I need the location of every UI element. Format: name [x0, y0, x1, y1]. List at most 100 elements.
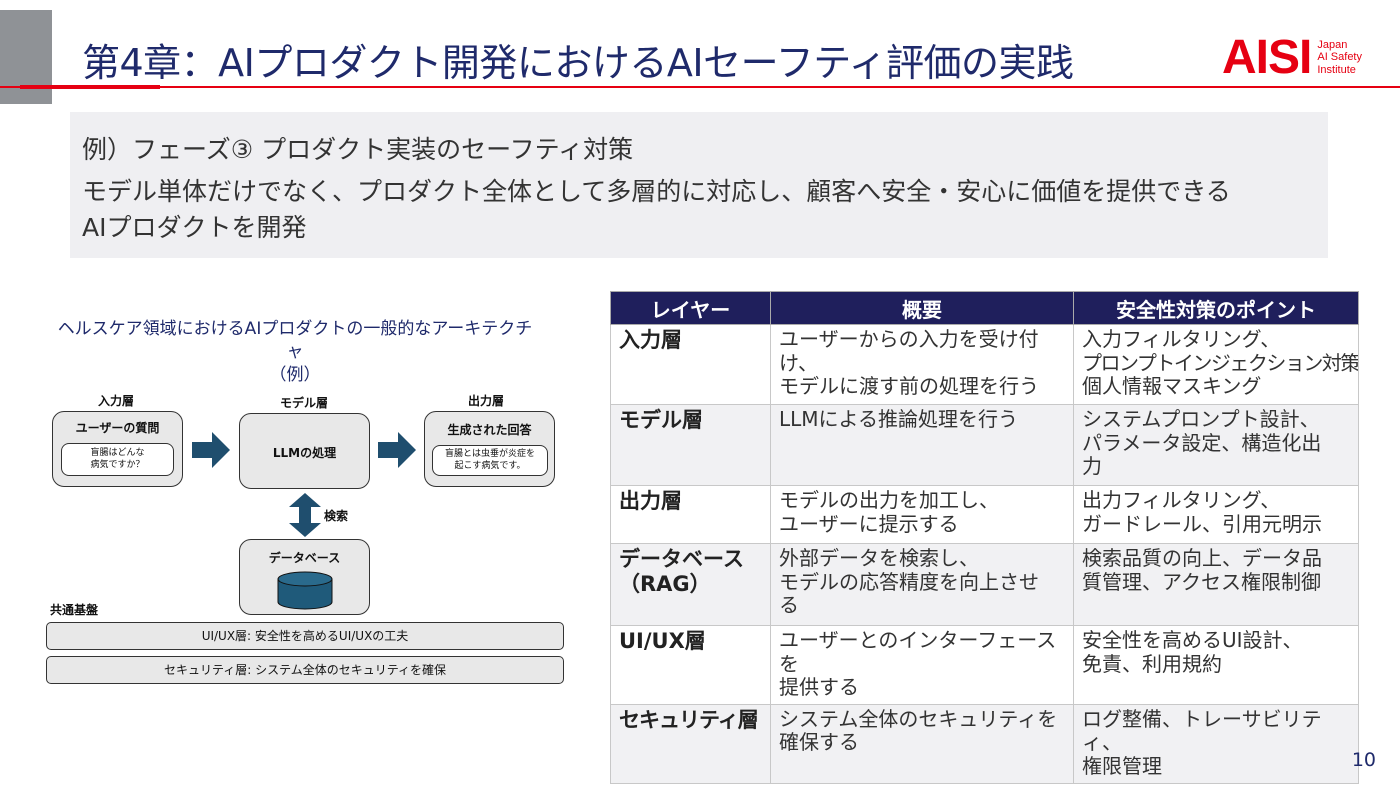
summary-box: 例）フェーズ③ プロダクト実装のセーフティ対策 モデル単体だけでなく、プロダクト… [70, 112, 1328, 258]
cell-line: る [779, 593, 799, 618]
input-layer-label: 入力層 [97, 394, 134, 408]
aisi-logo: AISI Japan AI Safety Institute [1222, 30, 1362, 85]
cell-line: 検索品質の向上、データ品 [1082, 546, 1322, 570]
column-header: 概要 [770, 291, 1074, 325]
output-box-title: 生成された回答 [447, 423, 532, 437]
column-header: 安全性対策のポイント [1073, 291, 1359, 325]
layer-name: 出力層 [619, 489, 682, 513]
input-example-line: 病気ですか？ [90, 460, 145, 471]
input-example-line: 盲腸はどんな [90, 448, 145, 458]
model-box-title: LLMの処理 [272, 446, 337, 460]
cell-line: 質管理、アクセス権限制御 [1082, 569, 1321, 594]
layer-name: セキュリティ層 [619, 707, 759, 732]
arrow-right-icon [378, 432, 416, 468]
header-divider [0, 86, 1400, 88]
output-example-line: 盲腸とは虫垂が炎症を [444, 449, 535, 459]
cell-line: 権限管理 [1082, 753, 1162, 778]
search-label: 検索 [324, 509, 349, 523]
layer-cell: モデル層 [610, 404, 771, 486]
table-row: 出力層 モデルの出力を加工し、 ユーザーに提示する 出力フィルタリング、 ガード… [610, 485, 1359, 544]
database-icon [277, 571, 333, 610]
layer-cell: UI/UX層 [610, 625, 771, 705]
uiux-layer-bar: UI/UX層: 安全性を高めるUI/UXの工夫 [46, 622, 564, 650]
logo-subtitle: Japan AI Safety Institute [1317, 39, 1362, 77]
layer-name: 入力層 [619, 328, 682, 352]
cell-line: ガードレール、引用元明示 [1082, 511, 1322, 536]
layer-table: レイヤー 概要 安全性対策のポイント 入力層 ユーザーからの入力を受け付け、 モ… [610, 291, 1359, 784]
cell-line: モデルの出力を加工し、 [779, 488, 999, 512]
architecture-title: ヘルスケア領域におけるAIプロダクトの一般的なアーキテクチャ （例） [50, 318, 540, 387]
output-box: 生成された回答 盲腸とは虫垂が炎症を 起こす病気です。 [424, 411, 555, 487]
architecture-title-line: （例） [269, 364, 321, 385]
cell-line: LLMによる推論処理を行う [779, 407, 1018, 431]
cell-line: 入力フィルタリング、 [1082, 327, 1281, 351]
table-row: モデル層 LLMによる推論処理を行う システムプロンプト設計、 パラメータ設定、… [610, 404, 1359, 486]
input-box: ユーザーの質問 盲腸はどんな 病気ですか？ [52, 411, 183, 487]
cell-line: 力 [1082, 454, 1102, 479]
points-cell: 出力フィルタリング、 ガードレール、引用元明示 [1073, 485, 1359, 544]
layer-name: UI/UX層 [619, 629, 706, 653]
layer-name: （RAG） [619, 571, 711, 596]
points-cell: ログ整備、トレーサビリティ、 権限管理 [1073, 703, 1359, 784]
page-title: 第4章：AIプロダクト開発におけるAIセーフティ評価の実践 [82, 41, 1074, 85]
cell-line: システム全体のセキュリティを [779, 706, 1058, 731]
input-box-title: ユーザーの質問 [75, 421, 160, 435]
cell-line: 外部データを検索し、 [779, 546, 979, 570]
layer-name: データベース [619, 547, 744, 571]
summary-text: モデル単体だけでなく、プロダクト全体として多層的に対応し、顧客へ安全・安心に価値… [82, 177, 1231, 206]
logo-sub-line: AI Safety [1317, 51, 1362, 64]
cell-line: ユーザーとのインターフェースを [779, 628, 1057, 676]
database-box: データベース [239, 539, 370, 615]
cell-line: 出力フィルタリング、 [1082, 488, 1281, 512]
cell-line: 個人情報マスキング [1082, 374, 1262, 399]
points-cell: 入力フィルタリング、 プロンプトインジェクション対策、 個人情報マスキング [1073, 324, 1359, 405]
cell-line: 免責、利用規約 [1082, 651, 1222, 676]
layer-cell: 出力層 [610, 485, 771, 544]
table-row: データベース （RAG） 外部データを検索し、 モデルの応答精度を向上させ る … [610, 543, 1359, 626]
cell-line: モデルの応答精度を向上させ [779, 569, 1039, 594]
cell-line: プロンプトインジェクション対策、 [1082, 350, 1359, 375]
database-box-title: データベース [268, 551, 341, 565]
layer-cell: データベース （RAG） [610, 543, 771, 626]
cell-line: モデルに渡す前の処理を行う [779, 374, 1039, 399]
table-row: 入力層 ユーザーからの入力を受け付け、 モデルに渡す前の処理を行う 入力フィルタ… [610, 324, 1359, 405]
summary-text: AIプロダクトを開発 [82, 213, 307, 242]
cell-line: ユーザーからの入力を受け付け、 [779, 327, 1039, 375]
overview-cell: ユーザーとのインターフェースを 提供する [770, 625, 1074, 705]
logo-wordmark: AISI [1222, 31, 1312, 84]
model-layer-label: モデル層 [279, 396, 328, 410]
cell-line: パラメータ設定、構造化出 [1082, 430, 1322, 455]
overview-cell: 外部データを検索し、 モデルの応答精度を向上させ る [770, 543, 1074, 626]
corner-decoration [0, 10, 52, 104]
layer-name: モデル層 [619, 408, 703, 432]
overview-cell: LLMによる推論処理を行う [770, 404, 1074, 486]
bidirectional-arrow-icon [289, 493, 321, 537]
cell-line: 確保する [779, 730, 859, 755]
overview-cell: ユーザーからの入力を受け付け、 モデルに渡す前の処理を行う [770, 324, 1074, 405]
output-example: 盲腸とは虫垂が炎症を 起こす病気です。 [432, 445, 548, 476]
table-row: セキュリティ層 システム全体のセキュリティを 確保する ログ整備、トレーサビリテ… [610, 703, 1359, 784]
layer-cell: 入力層 [610, 324, 771, 405]
points-cell: 安全性を高めるUI設計、 免責、利用規約 [1073, 625, 1359, 705]
common-foundation-label: 共通基盤 [50, 603, 99, 617]
cell-line: 安全性を高めるUI設計、 [1082, 628, 1303, 652]
points-cell: システムプロンプト設計、 パラメータ設定、構造化出 力 [1073, 404, 1359, 486]
overview-cell: システム全体のセキュリティを 確保する [770, 703, 1074, 784]
output-example-line: 起こす病気です。 [454, 461, 526, 472]
output-layer-label: 出力層 [467, 394, 504, 408]
points-cell: 検索品質の向上、データ品 質管理、アクセス権限制御 [1073, 543, 1359, 626]
cell-line: 提供する [779, 675, 859, 700]
summary-heading: 例）フェーズ③ プロダクト実装のセーフティ対策 [82, 135, 634, 164]
table-header-row: レイヤー 概要 安全性対策のポイント [610, 291, 1359, 325]
page-number: 10 [1351, 749, 1376, 771]
layer-cell: セキュリティ層 [610, 703, 771, 784]
architecture-title-line: ヘルスケア領域におけるAIプロダクトの一般的なアーキテクチャ [57, 319, 533, 362]
cell-line: ユーザーに提示する [779, 511, 959, 536]
overview-cell: モデルの出力を加工し、 ユーザーに提示する [770, 485, 1074, 544]
column-header: レイヤー [610, 291, 771, 325]
security-layer-bar: セキュリティ層: システム全体のセキュリティを確保 [46, 656, 564, 684]
header-accent-bar [20, 85, 160, 89]
cell-line: ログ整備、トレーサビリティ、 [1082, 706, 1322, 755]
cell-line: システムプロンプト設計、 [1082, 407, 1320, 431]
input-example: 盲腸はどんな 病気ですか？ [61, 443, 174, 476]
